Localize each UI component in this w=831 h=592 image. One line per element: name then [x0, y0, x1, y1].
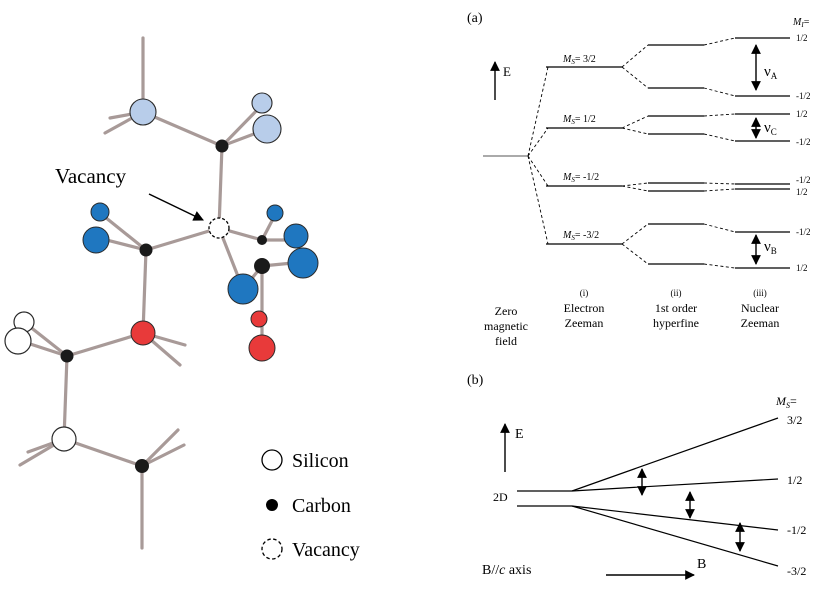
- column-index: (iii): [753, 288, 767, 298]
- column-label-line: Zero: [495, 304, 518, 318]
- legend-vacancy-marker: [261, 538, 283, 560]
- ms-level-label: MS= 1/2: [562, 114, 596, 126]
- bonds: [16, 36, 305, 550]
- field-axis-label: B//c axis: [482, 563, 531, 578]
- silicon-atom: [266, 204, 284, 222]
- column-label-line: Electron: [564, 301, 605, 315]
- vacancy-arrow: [148, 193, 204, 221]
- panel-b: (b) E 2D MS= 3/2 1/2 -1/2 -3/2 B//c axis…: [467, 373, 806, 580]
- ms-value: -1/2: [787, 523, 806, 537]
- mi-value: 1/2: [796, 33, 808, 43]
- column-label-line: Zeeman: [741, 316, 780, 330]
- ms-level-label: MS= -1/2: [562, 172, 599, 184]
- silicon-atom: [51, 426, 77, 452]
- silicon-atom: [130, 320, 156, 346]
- mi-value: -1/2: [796, 137, 811, 147]
- silicon-atom: [252, 114, 282, 144]
- ms-level-label: MS= -3/2: [562, 230, 599, 242]
- legend-carbon-marker: [266, 499, 278, 511]
- vacancy-site: [208, 217, 230, 239]
- legend-silicon-marker: [261, 449, 283, 471]
- mi-value: -1/2: [796, 91, 811, 101]
- carbon-atom: [135, 459, 149, 473]
- mi-value: -1/2: [796, 175, 811, 185]
- column-label-line: 1st order: [655, 301, 697, 315]
- silicon-atom: [4, 327, 32, 355]
- silicon-atom: [283, 223, 309, 249]
- column-label-line: magnetic: [484, 319, 528, 333]
- transition-label-c: νC: [764, 120, 777, 137]
- silicon-atom: [287, 247, 319, 279]
- mi-value: 1/2: [796, 263, 808, 273]
- silicon-atom: [90, 202, 110, 222]
- carbon-atom: [254, 258, 270, 274]
- panel-b-energy-label: E: [515, 427, 524, 442]
- silicon-atom: [227, 273, 259, 305]
- transition-label-a: νA: [764, 64, 778, 81]
- carbon-atom: [139, 243, 153, 257]
- legend-silicon-label: Silicon: [292, 450, 349, 472]
- column-index: (ii): [671, 288, 682, 298]
- legend-carbon-label: Carbon: [292, 495, 351, 517]
- ms-header: MS=: [775, 394, 797, 410]
- ms-value: -3/2: [787, 564, 806, 578]
- ms-level-label: MS= 3/2: [562, 54, 596, 66]
- silicon-atom: [129, 98, 157, 126]
- field-label: B: [697, 557, 706, 572]
- crystal-structure: Vacancy Silicon Carbon Vacancy: [4, 36, 360, 561]
- transition-label-b: νB: [764, 239, 777, 256]
- silicon-atom: [248, 334, 276, 362]
- state-label-2d: 2D: [493, 490, 508, 504]
- column-label-line: Zeeman: [565, 316, 604, 330]
- legend-vacancy-label: Vacancy: [292, 539, 360, 561]
- mi-header: MI=: [792, 17, 810, 29]
- mi-value: -1/2: [796, 227, 811, 237]
- carbon-atom: [215, 139, 229, 153]
- mi-value: 1/2: [796, 109, 808, 119]
- silicon-atom: [82, 226, 110, 254]
- panel-b-label: (b): [467, 373, 484, 388]
- silicon-atom: [250, 310, 268, 328]
- mi-value: 1/2: [796, 187, 808, 197]
- carbon-atom: [60, 349, 74, 363]
- panel-a-label: (a): [467, 11, 483, 26]
- panel-a: (a) E MS= 3/2 MS= 1/2 MS= -1/2 MS= -3/2: [467, 11, 811, 348]
- column-labels: Zero magnetic field (i) Electron Zeeman …: [484, 288, 779, 348]
- vacancy-label: Vacancy: [55, 164, 127, 188]
- legend: Silicon Carbon Vacancy: [261, 449, 360, 561]
- column-label-line: Nuclear: [741, 301, 779, 315]
- column-index: (i): [580, 288, 589, 298]
- atoms: [4, 92, 319, 473]
- panel-a-energy-label: E: [503, 64, 511, 79]
- column-label-line: field: [495, 334, 517, 348]
- carbon-atom: [257, 235, 267, 245]
- ms-value: 3/2: [787, 413, 802, 427]
- silicon-atom: [251, 92, 273, 114]
- ms-value: 1/2: [787, 473, 802, 487]
- column-label-line: hyperfine: [653, 316, 699, 330]
